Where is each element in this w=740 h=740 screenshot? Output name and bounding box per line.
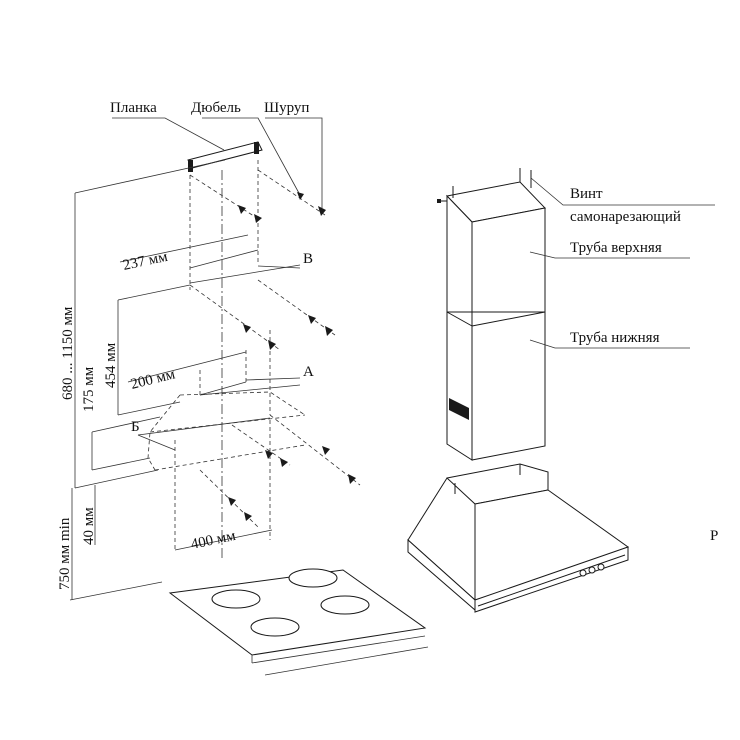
burner-4: [320, 595, 370, 615]
screw-right-label-1: Винт: [570, 186, 603, 202]
vent-grille: [449, 398, 469, 420]
point-b-cyr-line-2: [137, 417, 271, 436]
hood-assembly: [407, 168, 715, 613]
point-b-line-2: [257, 265, 301, 269]
upper-pipe-leader: [529, 251, 690, 259]
dim-175-label: 175 мм: [81, 366, 97, 412]
point-a-line-2: [199, 384, 301, 396]
dowel-label: Дюбель: [191, 100, 241, 116]
vertical-dimensions: [71, 193, 119, 600]
dim-200-label: 200 мм: [129, 366, 177, 393]
dowel-screw-set: [189, 169, 361, 528]
mounting-bracket: [187, 141, 263, 172]
point-b-cyr-line-1: [137, 434, 176, 451]
dim-680-1150-label: 680 ... 1150 мм: [60, 306, 76, 400]
dimension-400: 400 мм: [174, 528, 273, 553]
hood-bottom-ref-line: [91, 457, 151, 471]
point-a-label: A: [303, 364, 314, 380]
hood-outline: [147, 391, 306, 550]
top-ref-line: [74, 159, 226, 194]
point-a-line-1: [245, 377, 301, 381]
screw-leader-right: [530, 177, 715, 206]
dim-237-label: 237 мм: [122, 249, 170, 274]
screw-label: Шуруп: [264, 100, 309, 116]
point-b-line-1: [189, 264, 301, 284]
bracket-leader: [112, 117, 225, 151]
bracket-ref-line: [117, 284, 191, 301]
control-knob-1: [579, 569, 587, 577]
point-b-cyr-label: Б: [131, 419, 140, 435]
hob-ref-line: [69, 581, 163, 601]
control-knob-3: [597, 563, 605, 571]
bracket-label: Планка: [110, 100, 157, 116]
burner-3: [250, 617, 300, 637]
dim-454-label: 454 мм: [103, 342, 119, 388]
upper-pipe-label: Труба верхняя: [570, 240, 662, 256]
dimension-200: 200 мм: [127, 351, 247, 396]
hood-top-ref-line: [117, 401, 181, 416]
dim-750-min-label: 750 мм min: [57, 517, 73, 590]
dowel-leader: [202, 117, 301, 196]
screw-right-label-2: самонарезающий: [570, 209, 681, 225]
cut-off-char: P: [710, 528, 718, 544]
hob: [168, 568, 429, 676]
control-knob-2: [588, 566, 596, 574]
dimension-237: 237 мм: [119, 234, 259, 274]
dim-400-label: 400 мм: [190, 528, 238, 553]
lower-pipe-label: Труба нижняя: [570, 330, 660, 346]
screw-leader: [265, 117, 323, 208]
wall-mount-drawing: 237 мм B 200 мм A: [57, 117, 429, 676]
hood-lowest-ref-line: [74, 469, 159, 489]
dim-40-label: 40 мм: [81, 507, 97, 545]
burner-2: [288, 568, 338, 588]
lower-pipe: [446, 311, 546, 461]
lower-pipe-leader: [529, 339, 690, 349]
burner-1: [211, 589, 261, 609]
point-b-label: B: [303, 251, 313, 267]
hood-upper-ref-line: [91, 416, 161, 433]
hood-body: [407, 463, 630, 613]
upper-pipe: [437, 168, 546, 333]
